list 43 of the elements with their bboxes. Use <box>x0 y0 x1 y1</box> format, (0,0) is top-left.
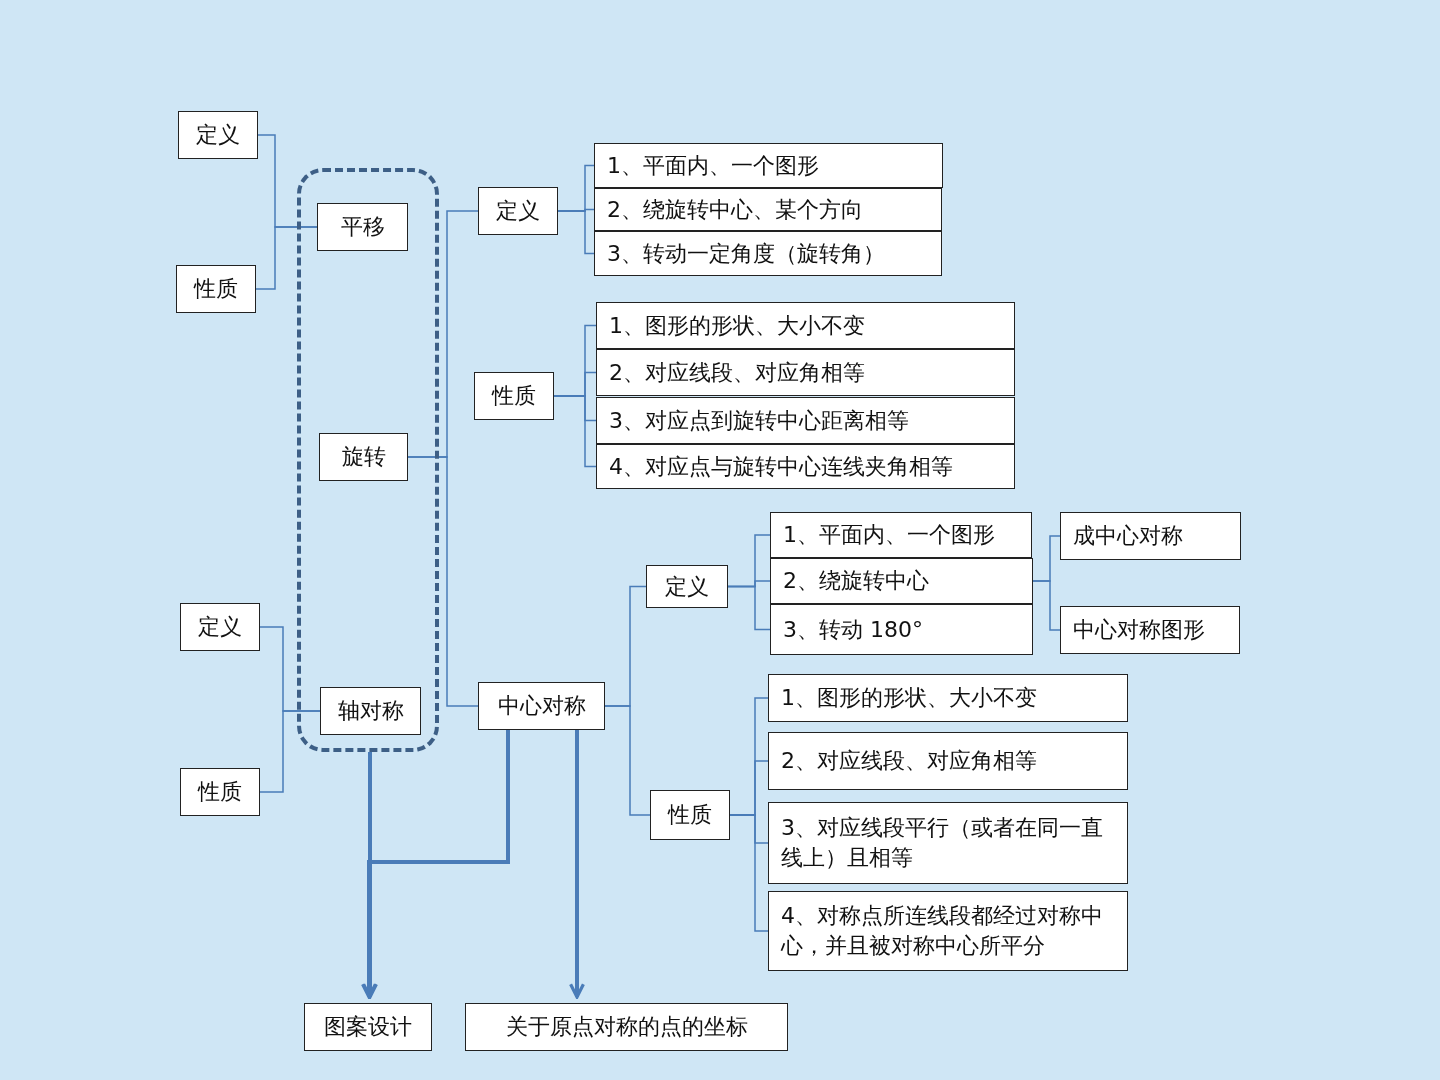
connector-line <box>553 395 597 468</box>
topic-box: 性质 <box>176 265 256 313</box>
item-box: 1、图形的形状、大小不变 <box>596 302 1015 349</box>
topic-box: 定义 <box>478 187 558 235</box>
topic-box: 定义 <box>646 565 728 608</box>
item-box: 4、对称点所连线段都经过对称中心，并且被对称中心所平分 <box>768 891 1128 971</box>
topic-box: 平移 <box>317 203 408 251</box>
topic-box: 图案设计 <box>304 1003 432 1051</box>
item-box: 成中心对称 <box>1060 512 1241 560</box>
connector-line <box>727 585 771 631</box>
connector-line <box>407 456 479 707</box>
topic-box: 性质 <box>474 372 554 420</box>
connector-line <box>255 226 318 290</box>
connector-line <box>604 705 651 816</box>
item-box: 2、对应线段、对应角相等 <box>768 732 1128 790</box>
topic-box: 旋转 <box>319 433 408 481</box>
item-box: 3、对应线段平行（或者在同一直线上）且相等 <box>768 802 1128 884</box>
group-frame <box>297 168 439 752</box>
item-box: 2、绕旋转中心、某个方向 <box>594 188 942 231</box>
topic-box: 性质 <box>180 768 260 816</box>
item-box: 1、平面内、一个图形 <box>770 512 1032 558</box>
topic-box: 关于原点对称的点的坐标 <box>465 1003 788 1051</box>
item-box: 2、对应线段、对应角相等 <box>596 349 1015 396</box>
topic-box: 定义 <box>178 111 258 159</box>
topic-box: 中心对称 <box>478 682 605 730</box>
arrow <box>569 730 585 999</box>
item-box: 中心对称图形 <box>1060 606 1240 654</box>
connector-line <box>1032 580 1061 631</box>
arrow <box>362 752 378 999</box>
item-box: 1、平面内、一个图形 <box>594 143 943 188</box>
connector-line <box>729 814 769 932</box>
topic-box: 轴对称 <box>320 687 421 735</box>
arrow <box>361 730 510 999</box>
connector-line <box>557 210 595 255</box>
item-box: 2、绕旋转中心 <box>770 558 1033 604</box>
topic-box: 定义 <box>180 603 260 651</box>
connector-line <box>259 710 321 793</box>
item-box: 3、对应点到旋转中心距离相等 <box>596 397 1015 444</box>
item-box: 1、图形的形状、大小不变 <box>768 674 1128 722</box>
item-box: 3、转动 180° <box>770 604 1033 655</box>
item-box: 4、对应点与旋转中心连线夹角相等 <box>596 444 1015 489</box>
topic-box: 性质 <box>650 790 730 840</box>
item-box: 3、转动一定角度（旋转角） <box>594 231 942 276</box>
